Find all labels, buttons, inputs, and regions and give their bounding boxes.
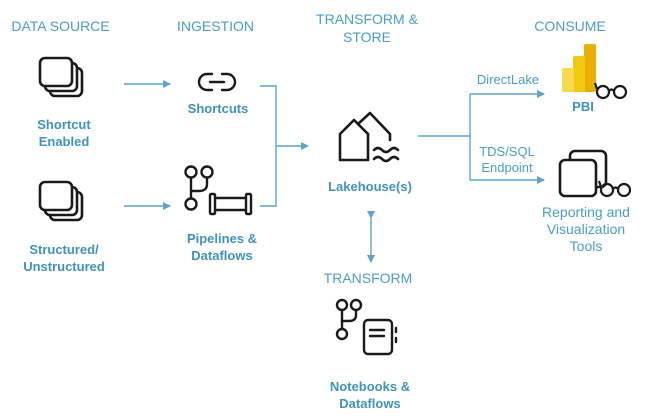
node-lakehouse: Lakehouse(s) [328,179,412,194]
edge-label-tds-sql: TDS/SQL Endpoint [470,144,544,176]
edge-label-directlake: DirectLake [476,72,540,87]
glasses-icon [594,82,628,100]
header-transform-store-line1: TRANSFORM & [316,11,418,27]
node-notebooks-line2: Dataflows [339,396,401,411]
pipeline-icon [184,165,253,216]
link-icon [197,72,237,92]
node-shortcut-enabled-line2: Enabled [38,134,90,149]
header-transform-store: TRANSFORM & STORE [312,10,422,46]
node-pipelines-line2: Dataflows [191,248,253,263]
node-pipelines-line1: Pipelines & [186,231,258,246]
connector-lakehouse-split [418,94,471,180]
edge-label-tds-line2: Endpoint [481,160,533,175]
node-reporting-tools: Reporting and Visualization Tools [530,204,642,255]
node-pbi: PBI [572,99,594,114]
report-tools-icon [558,149,608,198]
stacked-cards-icon [38,56,84,98]
header-transform: TRANSFORM [323,270,413,286]
node-notebooks-dataflows: Notebooks & Dataflows [316,378,424,412]
lakehouse-icon [338,111,400,163]
header-data-source: DATA SOURCE [11,18,110,34]
header-consume: CONSUME [534,18,606,34]
power-bi-icon [562,44,596,92]
node-reporting-line3: Tools [569,238,603,254]
node-structured-line2: Unstructured [23,259,105,274]
header-ingestion: INGESTION [176,18,254,34]
glasses-icon [598,180,632,198]
node-structured-line1: Structured/ [29,242,99,257]
notebook-icon [335,298,398,356]
node-notebooks-line1: Notebooks & [329,379,411,394]
node-reporting-line2: Visualization [546,221,626,237]
header-transform-store-line2: STORE [343,29,391,45]
node-pipelines-dataflows: Pipelines & Dataflows [172,230,272,264]
node-shortcut-enabled-line1: Shortcut [37,117,91,132]
stacked-cards-icon [38,180,84,222]
node-shortcut-enabled: Shortcut Enabled [18,116,110,150]
node-reporting-line1: Reporting and [542,204,630,220]
node-structured-unstructured: Structured/ Unstructured [14,241,114,275]
node-shortcuts: Shortcuts [187,101,249,116]
edge-label-tds-line1: TDS/SQL [479,144,535,159]
